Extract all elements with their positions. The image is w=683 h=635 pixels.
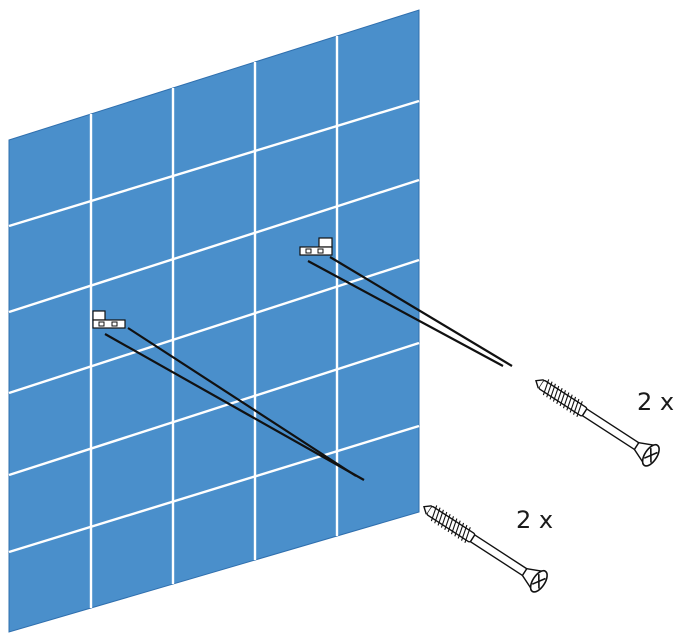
screw-icon (423, 505, 548, 593)
lower-screw-quantity-label: 2 x (516, 506, 553, 534)
screw-icon (535, 379, 660, 467)
grout-lines (8, 36, 420, 608)
mounting-bracket-icon (92, 310, 126, 329)
mounting-bracket-icon (299, 237, 333, 256)
upper-screw-quantity-label: 2 x (637, 388, 674, 416)
leader-lines (104, 256, 513, 481)
tiled-wall (8, 9, 420, 633)
wall-panel (8, 9, 420, 633)
